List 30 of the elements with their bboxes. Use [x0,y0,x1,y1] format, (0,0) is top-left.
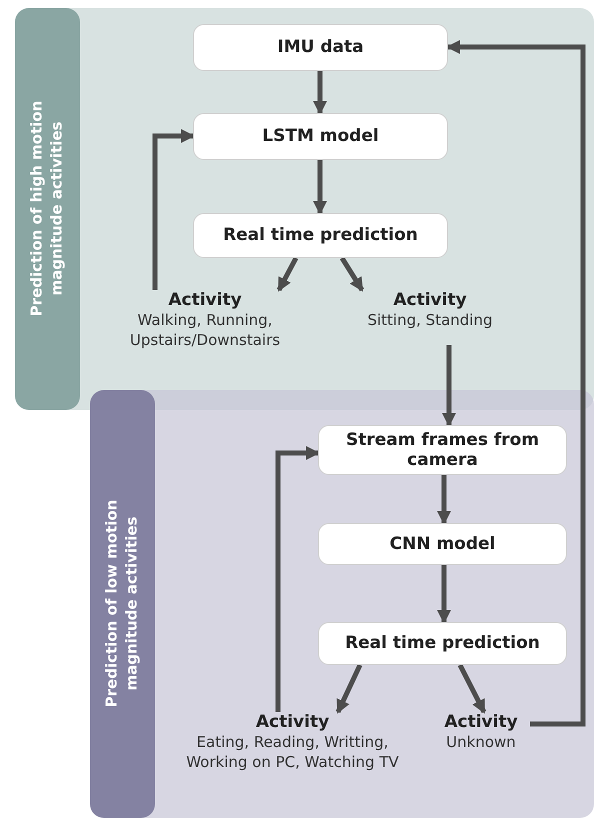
process-box: LSTM model [193,113,448,160]
group-panel [15,8,594,410]
arrow [340,256,364,292]
activity-heading: Activity [168,290,242,312]
process-box: Real time prediction [318,622,567,665]
arrow [458,664,486,714]
arrow [446,40,586,726]
arrow [442,345,456,427]
group-panel [90,390,594,818]
activity-heading: Activity [393,290,467,312]
process-box: IMU data [193,24,448,71]
activity-heading: Activity [444,712,518,734]
group-label: Prediction of high motion magnitude activities [28,100,66,318]
activity-list: Unknown [446,733,516,753]
activity-list: Eating, Reading, Writting, Working on PC, Watching TV [165,733,420,772]
process-box: Real time prediction [193,213,448,258]
arrow [152,129,195,290]
process-box: Stream frames from camera [318,425,567,475]
process-box: CNN model [318,523,567,565]
activity-list: Sitting, Standing [367,311,492,331]
arrow [336,664,362,714]
arrow [276,256,298,292]
arrow [276,446,320,712]
activity-heading: Activity [256,712,330,734]
arrow [437,475,451,525]
group-label: Prediction of low motion magnitude activities [102,498,141,710]
arrow [313,160,327,215]
arrow [437,565,451,624]
activity-list: Walking, Running, Upstairs/Downstairs [95,311,315,350]
arrow [313,71,327,115]
